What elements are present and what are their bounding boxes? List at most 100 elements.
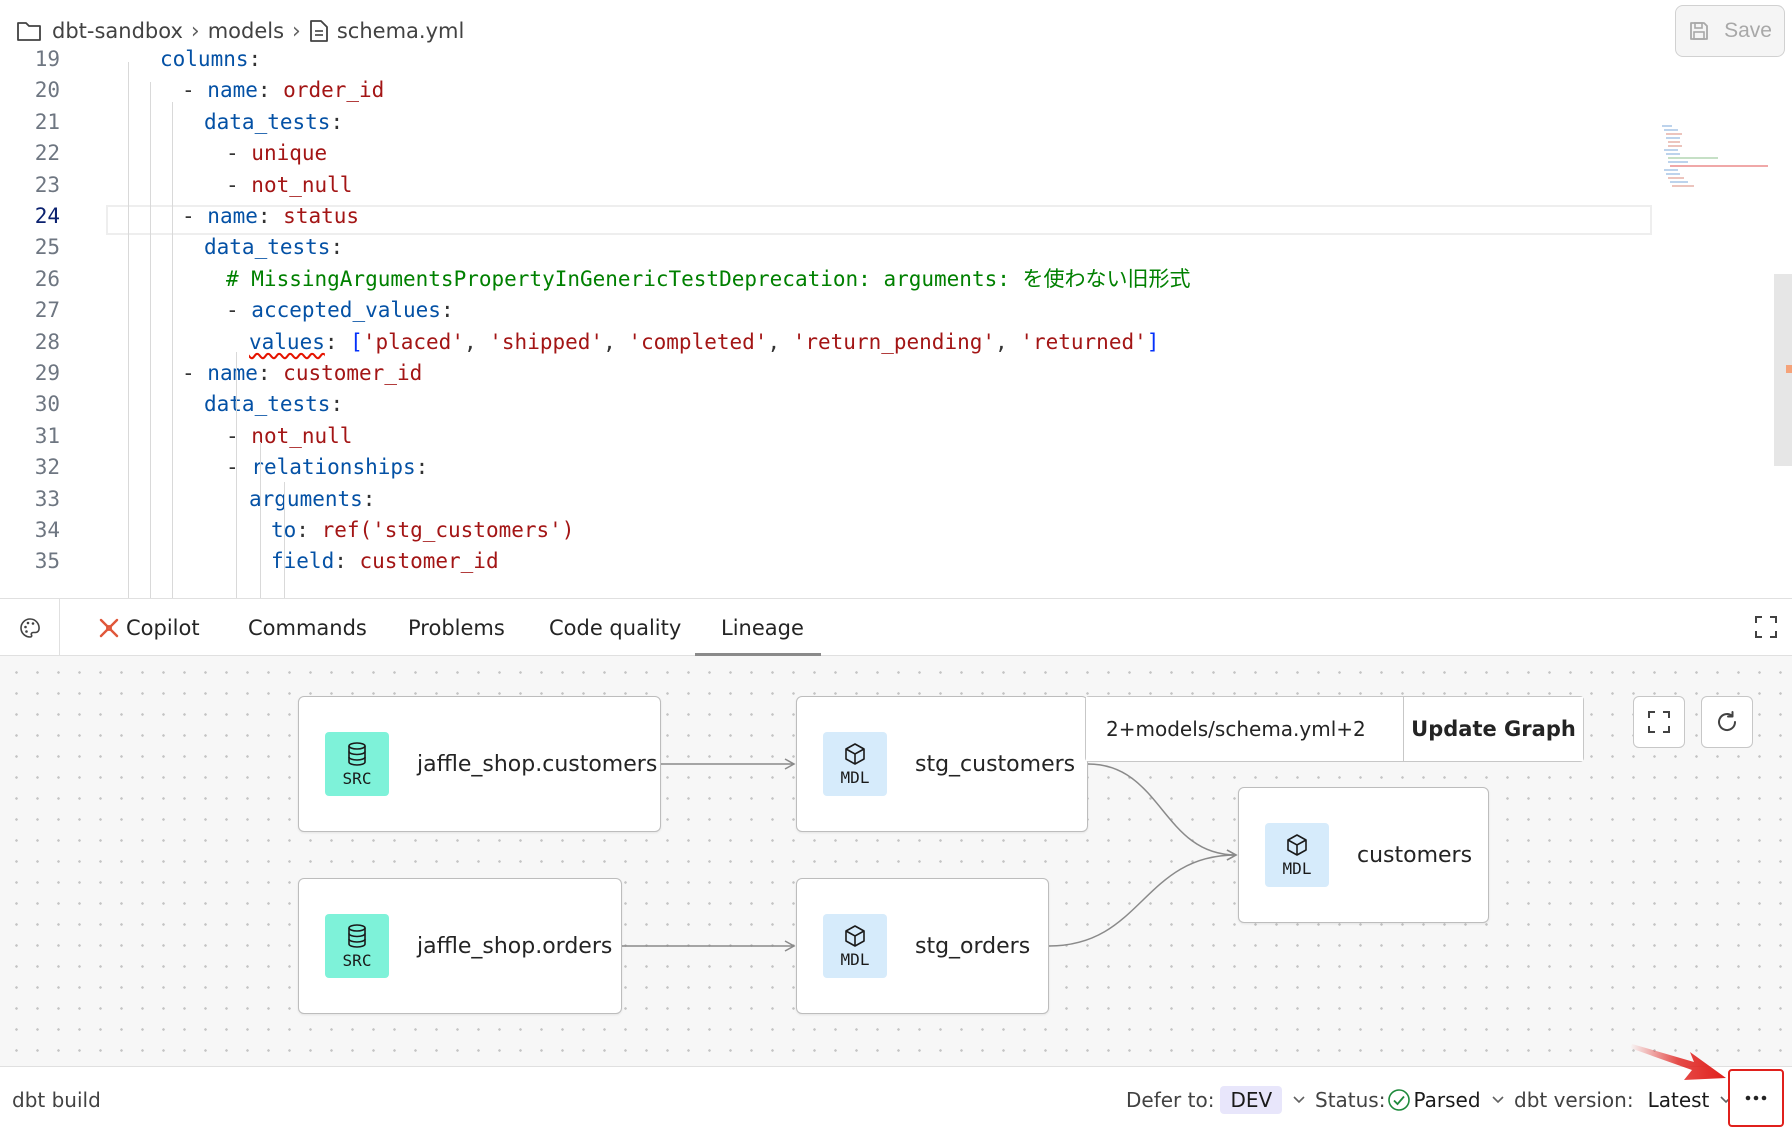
code-token: :	[248, 47, 262, 71]
code-token: [	[350, 329, 363, 354]
breadcrumb: dbt-sandbox › models › schema.yml	[16, 0, 464, 62]
code-line: data_tests:	[204, 389, 343, 420]
code-line: arguments:	[249, 484, 375, 515]
code-token: 'return_pending'	[792, 329, 996, 354]
more-options-button[interactable]	[1728, 1069, 1784, 1127]
command-input[interactable]: dbt build	[12, 1067, 101, 1133]
breadcrumb-root[interactable]: dbt-sandbox	[52, 19, 183, 43]
save-button-label: Save	[1724, 19, 1772, 42]
file-icon	[309, 19, 329, 43]
defer-selector[interactable]: Defer to: DEV	[1126, 1067, 1306, 1133]
code-token: arguments	[249, 486, 363, 511]
code-token: :	[415, 455, 429, 480]
top-bar: dbt-sandbox › models › schema.yml Save	[0, 0, 1792, 62]
minimap[interactable]	[1658, 124, 1774, 194]
indent-guide	[128, 62, 129, 598]
node-label: stg_orders	[915, 933, 1031, 959]
line-number: 29	[34, 361, 60, 385]
tab-lineage[interactable]: Lineage	[721, 599, 804, 656]
lineage-edges	[622, 758, 1238, 952]
indent-guide	[150, 82, 151, 598]
database-icon	[345, 923, 369, 949]
code-line: - accepted_values:	[226, 295, 454, 326]
code-token: order_id	[283, 78, 385, 103]
line-number: 32	[34, 455, 60, 480]
node-kind: MDL	[840, 949, 870, 969]
lineage-node-src-orders[interactable]: SRC jaffle_shop.orders	[298, 878, 622, 1014]
maximize-panel-button[interactable]	[1752, 613, 1780, 641]
code-token: :	[257, 78, 284, 103]
code-token: not_null	[251, 172, 353, 197]
save-button[interactable]: Save	[1675, 5, 1785, 57]
refresh-button[interactable]	[1701, 696, 1753, 748]
fullscreen-icon	[1646, 709, 1672, 735]
graph-selector-input[interactable]	[1086, 697, 1404, 761]
code-token: -	[226, 423, 252, 448]
code-token: :	[324, 329, 351, 354]
palette-button[interactable]	[0, 599, 60, 656]
code-token: :	[296, 518, 322, 542]
indent-guide	[284, 482, 285, 598]
line-number: 34	[34, 518, 60, 542]
cube-icon	[843, 742, 867, 766]
version-label: dbt version:	[1514, 1088, 1634, 1112]
line-number: 30	[34, 392, 60, 417]
code-token: data_tests	[204, 392, 331, 417]
code-token: not_null	[251, 423, 353, 448]
source-badge: SRC	[325, 732, 389, 796]
node-kind: SRC	[342, 950, 372, 970]
code-token: relationships	[251, 455, 416, 480]
node-label: jaffle_shop.orders	[417, 933, 613, 959]
code-token: :	[330, 392, 344, 417]
version-value: Latest	[1647, 1088, 1710, 1112]
defer-value: DEV	[1220, 1086, 1283, 1114]
save-icon	[1688, 20, 1710, 42]
node-kind: MDL	[840, 767, 870, 787]
editor-scrollbar[interactable]	[1774, 274, 1792, 466]
lineage-node-stg-orders[interactable]: MDL stg_orders	[796, 878, 1049, 1014]
code-token: ]	[1146, 329, 1160, 354]
annotation-arrow-icon	[1630, 1044, 1726, 1080]
code-token: unique	[251, 141, 328, 166]
code-line: to: ref('stg_customers')	[271, 515, 574, 546]
code-token: :	[362, 486, 376, 511]
code-token: -	[226, 172, 252, 197]
code-line: data_tests:	[204, 232, 343, 263]
code-token: # MissingArgumentsPropertyInGenericTestD…	[226, 266, 1191, 291]
indent-guide	[172, 102, 173, 598]
dbt-version-selector[interactable]: dbt version: Latest	[1514, 1067, 1733, 1133]
code-token: columns	[160, 47, 249, 71]
code-token: ,	[603, 329, 629, 354]
status-selector[interactable]: Status: Parsed	[1315, 1067, 1505, 1133]
breadcrumb-folder[interactable]: models	[207, 19, 285, 43]
line-number: 21	[34, 109, 60, 134]
node-kind: SRC	[342, 768, 372, 788]
tab-code-quality[interactable]: Code quality	[549, 599, 681, 656]
current-line-highlight	[106, 205, 1652, 235]
fit-view-button[interactable]	[1633, 696, 1685, 748]
active-tab-indicator	[695, 653, 821, 656]
model-badge: MDL	[1265, 823, 1329, 887]
database-icon	[345, 741, 369, 767]
code-token: field	[271, 549, 335, 574]
line-number: 19	[34, 47, 60, 71]
tab-problems[interactable]: Problems	[408, 599, 505, 656]
code-token: :	[330, 235, 344, 260]
indent-guide	[236, 352, 237, 598]
copilot-icon	[98, 617, 120, 639]
code-token: data_tests	[204, 109, 331, 134]
tab-commands[interactable]: Commands	[248, 599, 367, 656]
code-token: 'completed'	[628, 329, 768, 354]
model-badge: MDL	[823, 732, 887, 796]
code-token: ,	[767, 329, 793, 354]
code-line: - relationships:	[226, 452, 428, 483]
tab-copilot[interactable]: Copilot	[98, 599, 200, 656]
chevron-down-icon	[1491, 1095, 1505, 1105]
update-graph-button[interactable]: Update Graph	[1404, 697, 1583, 761]
expand-icon	[1752, 613, 1780, 641]
